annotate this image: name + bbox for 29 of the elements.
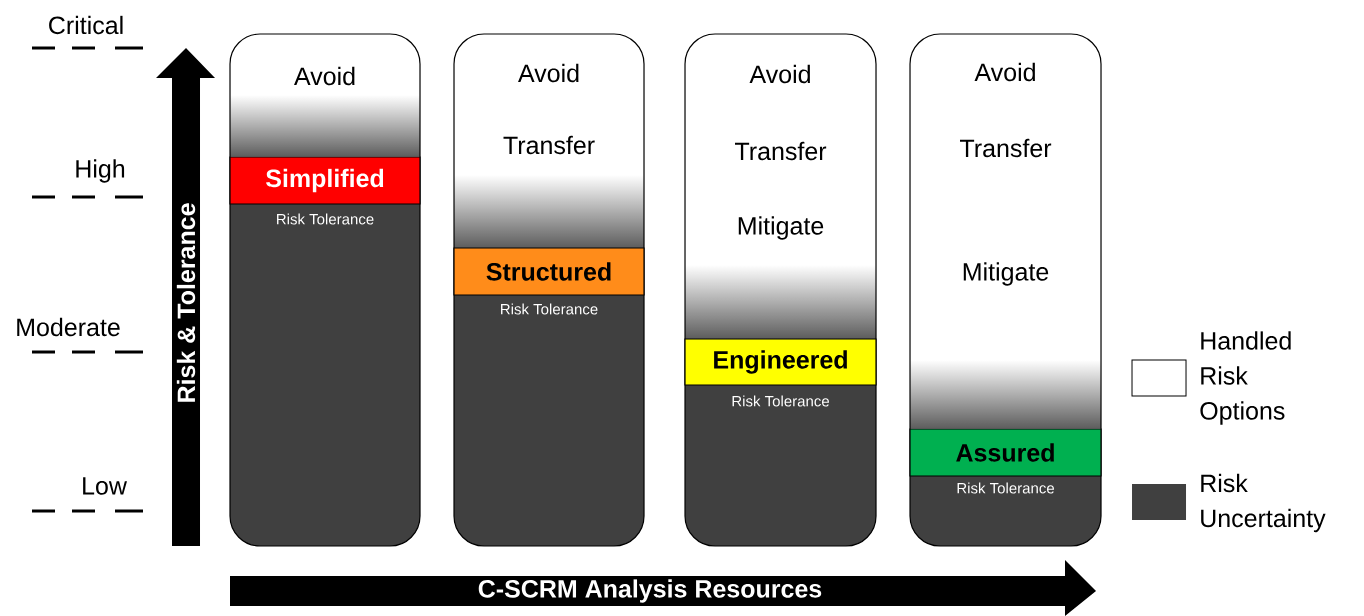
- risk-column: [909, 33, 1102, 547]
- option-label: Mitigate: [738, 216, 824, 240]
- option-label: Avoid: [974, 62, 1035, 82]
- level-label: Moderate: [17, 317, 120, 337]
- option-label: Transfer: [735, 141, 827, 161]
- tolerance-band: Structured: [453, 247, 645, 296]
- tolerance-caption: Risk Tolerance: [732, 395, 829, 407]
- level-label: High: [76, 159, 125, 183]
- axis-label: C-SCRM Analysis Resources: [478, 579, 822, 603]
- option-label: Transfer: [960, 138, 1052, 158]
- tolerance-caption: Risk Tolerance: [957, 482, 1054, 494]
- option-label: Mitigate: [963, 262, 1049, 286]
- risk-column: [229, 33, 421, 547]
- option-label: Avoid: [518, 63, 579, 83]
- level-label: Low: [83, 477, 127, 495]
- option-label: Avoid: [749, 64, 810, 84]
- axis-label: Risk & Tolerance: [176, 203, 196, 402]
- option-label: Avoid: [294, 66, 355, 86]
- risk-column: [453, 33, 645, 547]
- tolerance-caption: Risk Tolerance: [277, 213, 374, 225]
- level-label: Critical: [49, 15, 123, 35]
- legend-label: Handled Risk Options: [1200, 331, 1291, 425]
- tolerance-band: Simplified: [229, 156, 421, 205]
- tolerance-caption: Risk Tolerance: [501, 303, 598, 315]
- legend-label: Risk Uncertainty: [1201, 473, 1326, 533]
- option-label: Transfer: [503, 135, 595, 155]
- tolerance-band: Engineered: [684, 338, 877, 386]
- risk-column: [684, 33, 877, 547]
- tolerance-band: Assured: [909, 428, 1102, 477]
